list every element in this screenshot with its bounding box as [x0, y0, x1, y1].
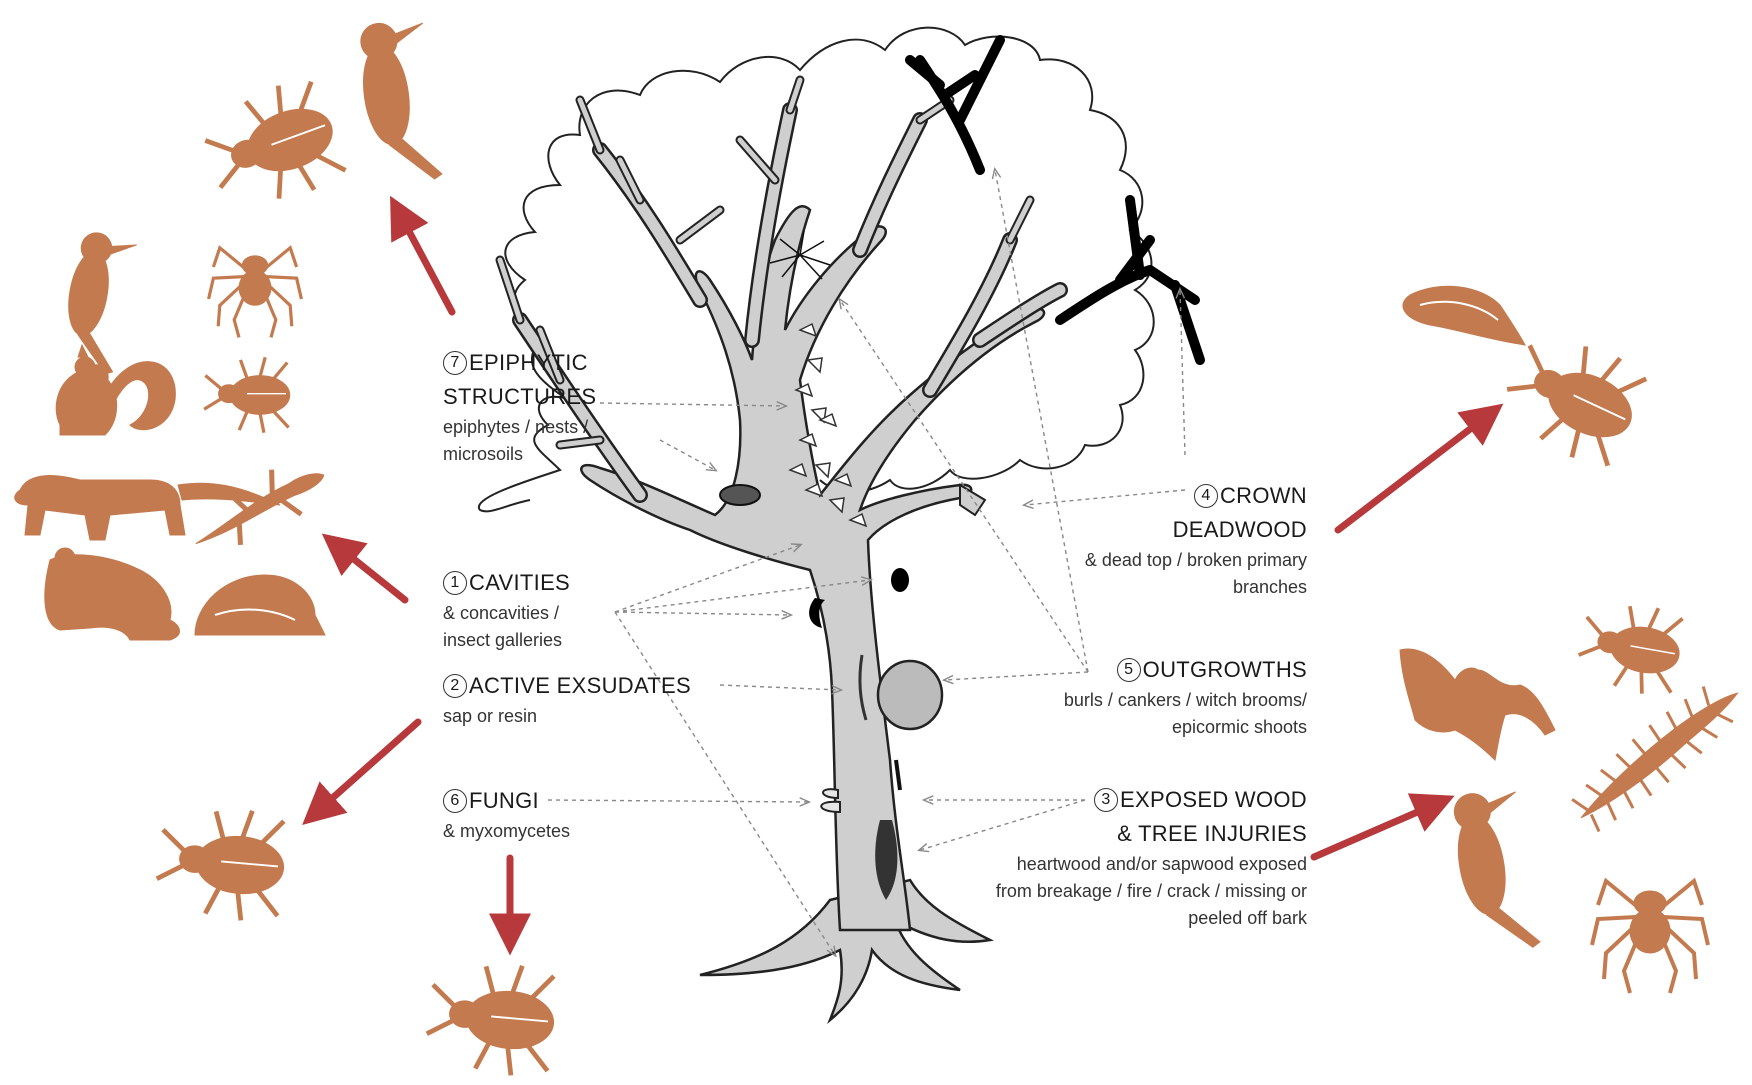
- arrow-exsudates: [310, 722, 418, 818]
- spider-icon: [209, 248, 302, 338]
- arrow-cavities: [330, 540, 405, 600]
- beetle-icon: [1574, 596, 1687, 699]
- crown-title-2: DEADWOOD: [1085, 513, 1307, 547]
- cavities-title: CAVITIES: [469, 570, 570, 595]
- woodpecker-icon: [57, 230, 138, 376]
- snail-icon: [195, 575, 325, 635]
- frog-icon: [45, 548, 180, 640]
- arrow-epiphytic: [395, 205, 452, 312]
- centipede-icon: [1564, 669, 1752, 840]
- arrow-exposed: [1314, 800, 1445, 857]
- dead-branches: [910, 40, 1200, 360]
- epiphytic-sub-2: microsoils: [443, 441, 596, 468]
- broken-branch-stub: [960, 485, 985, 515]
- epiphytic-title-2: STRUCTURES: [443, 380, 596, 414]
- number-badge: 2: [443, 674, 467, 698]
- exposed-title-1: EXPOSED WOOD: [1120, 787, 1307, 812]
- epiphytic-title-1: EPIPHYTIC: [469, 350, 588, 375]
- exposed-sub-1: heartwood and/or sapwood exposed: [996, 851, 1307, 878]
- bat-icon: [1400, 649, 1555, 760]
- fungi-sub-1: & myxomycetes: [443, 818, 570, 845]
- cavities-sub-2: insect galleries: [443, 627, 570, 654]
- outgrowths-title: OUTGROWTHS: [1143, 657, 1307, 682]
- crown-sub-1: & dead top / broken primary: [1085, 547, 1307, 574]
- moth-icon: [1403, 286, 1525, 345]
- crown-title-1: CROWN: [1220, 483, 1307, 508]
- arrow-crown: [1338, 410, 1495, 530]
- cavities-sub-1: & concavities /: [443, 600, 570, 627]
- number-badge: 3: [1094, 788, 1118, 812]
- outgrowths-sub-2: epicormic shoots: [1064, 714, 1307, 741]
- beetle-icon: [154, 803, 289, 924]
- bark-crack: [896, 760, 900, 790]
- outgrowths-sub-1: burls / cankers / witch brooms/: [1064, 687, 1307, 714]
- nest: [720, 485, 760, 505]
- burl: [878, 661, 942, 729]
- number-badge: 7: [443, 351, 467, 375]
- exposed-title-2: & TREE INJURIES: [996, 817, 1307, 851]
- lizard-icon: [181, 451, 336, 562]
- cavity-hole: [891, 568, 909, 592]
- beetle-icon: [194, 73, 350, 219]
- crown-sub-2: branches: [1085, 574, 1307, 601]
- beetle-icon: [424, 958, 559, 1079]
- exposed-sub-2: from breakage / fire / crack / missing o…: [996, 878, 1307, 905]
- woodpecker-icon: [355, 17, 445, 187]
- number-badge: 6: [443, 789, 467, 813]
- exsudates-sub-1: sap or resin: [443, 703, 691, 730]
- beetle-icon: [204, 357, 290, 432]
- fungi-title: FUNGI: [469, 788, 539, 813]
- exposed-sub-3: peeled off bark: [996, 905, 1307, 932]
- exsudates-title: ACTIVE EXSUDATES: [469, 673, 691, 698]
- number-badge: 5: [1117, 658, 1141, 682]
- spider-icon: [1592, 881, 1708, 993]
- squirrel-icon: [56, 345, 175, 435]
- number-badge: 4: [1194, 484, 1218, 508]
- epiphytic-sub-1: epiphytes / nests /: [443, 414, 596, 441]
- number-badge: 1: [443, 571, 467, 595]
- bird-icon: [1448, 786, 1543, 957]
